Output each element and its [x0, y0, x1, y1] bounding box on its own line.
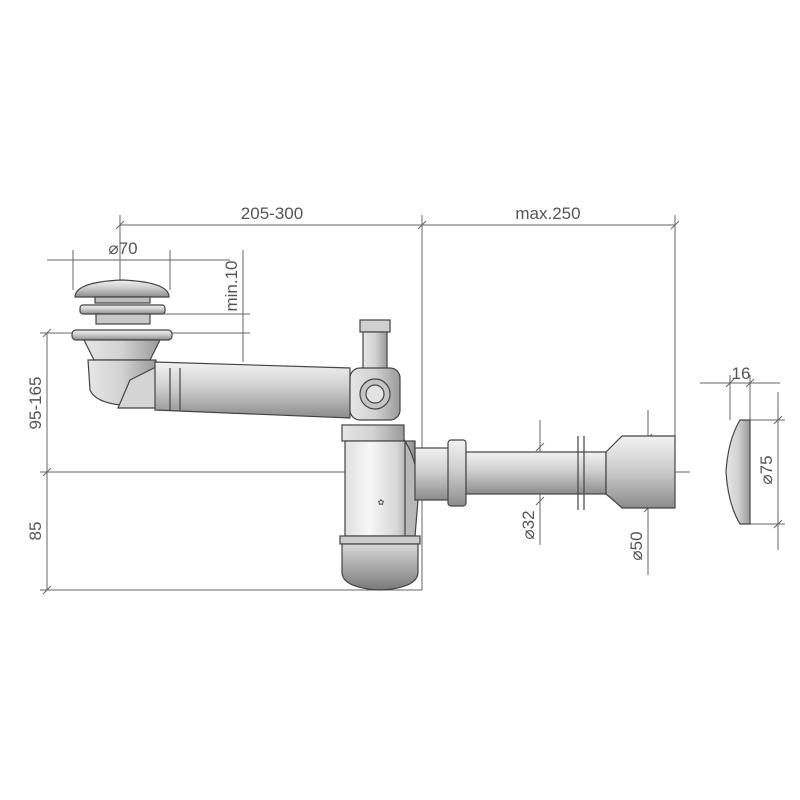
dimension-min-height: min.10 [222, 260, 241, 311]
dimension-rosette-width: 16 [732, 364, 751, 383]
dimension-bowl-to-trap: 205-300 [241, 204, 303, 223]
connecting-pipe [154, 361, 351, 419]
dimension-pipe-diameter: ⌀32 [519, 510, 538, 539]
dimension-height-range: 95-165 [26, 377, 45, 430]
bottle-trap: ✿ [339, 424, 421, 591]
tee-connector [349, 319, 401, 421]
dimension-rosette-diameter: ⌀75 [757, 455, 776, 484]
wall-rosette [725, 419, 751, 525]
outlet-pipe [414, 435, 676, 510]
dimension-plug-diameter: ⌀70 [108, 239, 137, 258]
dimension-trap-to-wall: max.250 [515, 204, 580, 223]
dimension-outlet-diameter: ⌀50 [627, 531, 646, 560]
brand-mark: ✿ [378, 498, 385, 507]
dimension-trap-height: 85 [26, 522, 45, 541]
drain-plug [71, 279, 173, 361]
drain-body [87, 359, 161, 409]
